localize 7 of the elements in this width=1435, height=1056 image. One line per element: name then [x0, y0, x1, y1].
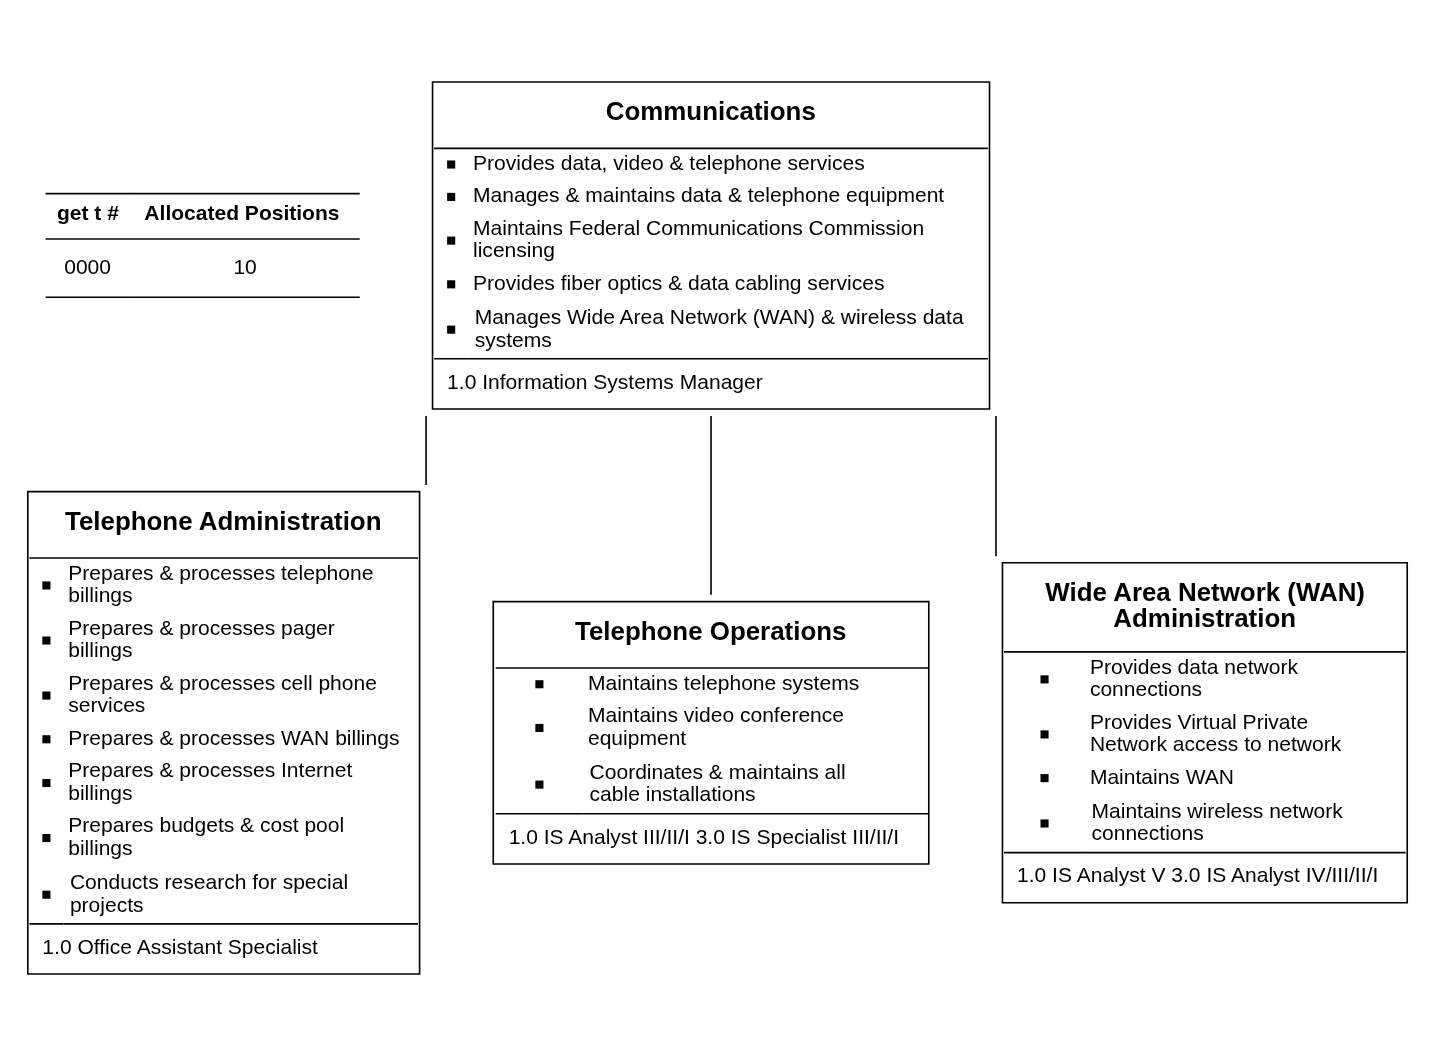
label: 0000 — [64, 254, 112, 278]
connector — [710, 415, 712, 596]
label: get t # — [56, 201, 119, 225]
label: 10 — [233, 254, 257, 278]
label: Allocated Positions — [144, 201, 340, 225]
connector — [425, 415, 427, 486]
connector — [995, 415, 997, 558]
